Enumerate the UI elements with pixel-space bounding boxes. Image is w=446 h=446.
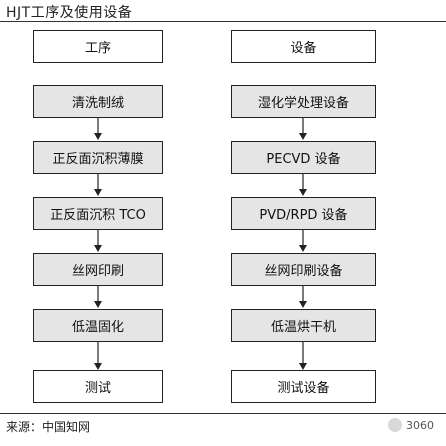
equipment-4: 丝网印刷设备 [231, 253, 376, 286]
figure-title: HJT工序及使用设备 [6, 5, 133, 21]
process-step-4: 丝网印刷 [33, 253, 163, 286]
arrow-left-4 [93, 286, 103, 308]
equipment-5: 低温烘干机 [231, 309, 376, 342]
watermark-text: 3060 [406, 418, 434, 432]
watermark-logo-icon [388, 418, 402, 432]
bottom-rule [0, 413, 446, 414]
process-step-2: 正反面沉积薄膜 [33, 141, 163, 174]
arrow-left-2 [93, 174, 103, 196]
process-step-3: 正反面沉积 TCO [33, 197, 163, 230]
watermark: 3060 [388, 418, 434, 432]
arrow-right-1 [298, 118, 308, 140]
arrow-left-3 [93, 230, 103, 252]
process-step-5: 低温固化 [33, 309, 163, 342]
process-header-box: 工序 [33, 30, 163, 63]
arrow-right-5 [298, 342, 308, 370]
equipment-3: PVD/RPD 设备 [231, 197, 376, 230]
arrow-left-5 [93, 342, 103, 370]
arrow-right-2 [298, 174, 308, 196]
equipment-2: PECVD 设备 [231, 141, 376, 174]
process-step-6: 测试 [33, 370, 163, 403]
equipment-1: 湿化学处理设备 [231, 85, 376, 118]
arrow-right-4 [298, 286, 308, 308]
process-step-1: 清洗制绒 [33, 85, 163, 118]
equipment-6: 测试设备 [231, 370, 376, 403]
equipment-header-box: 设备 [231, 30, 376, 63]
arrow-left-1 [93, 118, 103, 140]
arrow-right-3 [298, 230, 308, 252]
top-rule [0, 21, 446, 22]
source-note: 来源：中国知网 [6, 420, 91, 434]
